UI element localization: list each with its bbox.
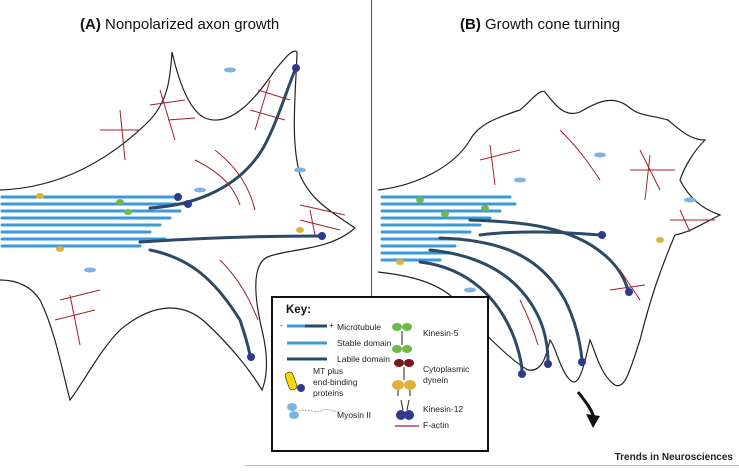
key-mt-plus-swatch	[285, 371, 305, 392]
key-mt-plus-label-3: proteins	[313, 388, 344, 398]
key-stable-swatch	[287, 341, 327, 345]
key-stable-label: Stable domain	[337, 338, 392, 348]
key-dynein-label-2: dynein	[423, 375, 449, 385]
key-myosin-label: Myosin II	[337, 410, 372, 420]
panel-divider	[371, 0, 372, 296]
journal-credit: Trends in Neurosciences	[614, 452, 733, 463]
f-actin-a	[54, 79, 346, 346]
myosin-ii	[84, 67, 696, 293]
key-kinesin12-swatch	[396, 399, 414, 420]
key-microtubule-swatch	[287, 324, 327, 328]
key-mt-plus-label-1: MT plus	[313, 366, 344, 376]
growth-cone-a-outline	[0, 50, 356, 402]
key-mt-plus-label-2: end-binding	[313, 377, 358, 387]
key-legend: Key: - + Microtubule Stable domain Labil…	[271, 296, 489, 452]
key-myosin-swatch	[287, 403, 342, 419]
key-plus-label: +	[329, 320, 334, 330]
footer-rule	[245, 465, 739, 466]
key-labile-label: Labile domain	[337, 354, 390, 364]
key-labile-swatch	[287, 357, 327, 361]
motor-proteins	[36, 193, 664, 265]
key-dynein-swatch	[392, 359, 416, 396]
turning-arrow	[576, 391, 596, 419]
key-kinesin5-swatch	[392, 323, 412, 353]
panel-b-text: Growth cone turning	[485, 16, 621, 33]
microtubules-a	[0, 68, 322, 357]
turning-arrowhead	[586, 414, 600, 428]
panel-a-text: Nonpolarized axon growth	[105, 16, 280, 33]
f-actin-b	[479, 129, 715, 346]
panel-a-title: (A) Nonpolarized axon growth	[80, 16, 279, 33]
microtubules-b	[380, 195, 630, 374]
key-factin-swatch	[395, 425, 419, 427]
panel-b-label: (B)	[460, 16, 481, 33]
key-minus-label: -	[280, 320, 283, 330]
plus-end-caps	[174, 64, 633, 378]
panel-b-title: (B) Growth cone turning	[460, 16, 620, 33]
key-microtubule-label: Microtubule	[337, 322, 381, 332]
key-dynein-label-1: Cytoplasmic	[423, 364, 470, 374]
panel-a-label: (A)	[80, 16, 101, 33]
key-title: Key:	[286, 304, 311, 316]
key-kinesin12-label: Kinesin-12	[423, 404, 464, 414]
key-kinesin5-label: Kinesin-5	[423, 328, 459, 338]
key-factin-label: F-actin	[423, 420, 449, 430]
